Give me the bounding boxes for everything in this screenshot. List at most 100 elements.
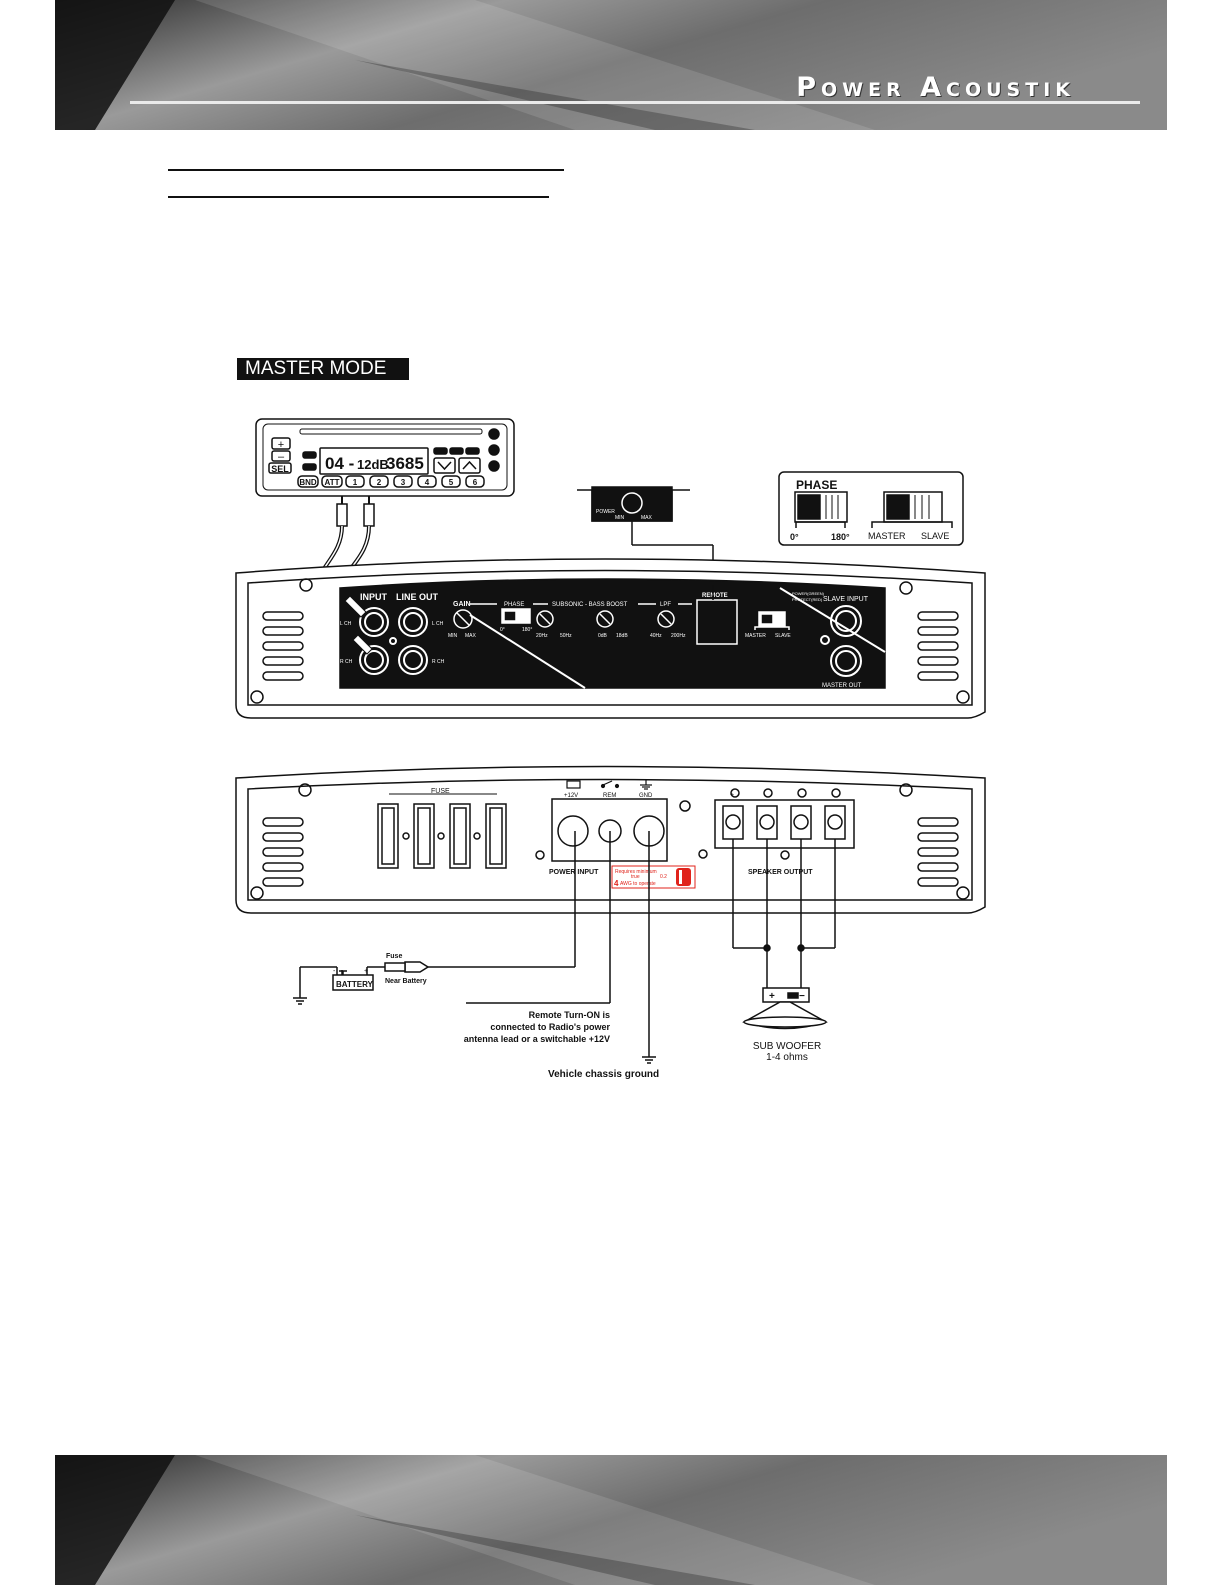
plus12v-label: +12V bbox=[564, 793, 578, 799]
subsonic-bass-label: SUBSONIC - BASS BOOST bbox=[552, 602, 628, 608]
db18-label: 18dB bbox=[616, 633, 628, 639]
footer-band bbox=[55, 1455, 1167, 1585]
master-switch-label: MASTER bbox=[745, 633, 766, 639]
db0-label: 0dB bbox=[598, 633, 608, 639]
hz20-label: 20Hz bbox=[536, 633, 548, 639]
head-unit bbox=[255, 418, 515, 497]
phase-180-label: 180° bbox=[522, 627, 532, 633]
head-unit-labels: + – SEL 04 - 12dB 3685 BND ATT 1 2 3 4 5… bbox=[271, 439, 478, 487]
master-out-label: MASTER OUT bbox=[822, 683, 862, 689]
fuse-holders bbox=[377, 803, 507, 869]
gnd-label: GND bbox=[639, 793, 653, 799]
fuse-label: FUSE bbox=[431, 788, 450, 795]
wire-note-line3: AWG to operate bbox=[620, 881, 656, 887]
display-freq: 3685 bbox=[386, 454, 424, 473]
speaker-terminals bbox=[722, 788, 846, 840]
phase-label: PHASE bbox=[504, 602, 524, 608]
wire-note-badge bbox=[611, 865, 696, 889]
phase-inset-title: PHASE bbox=[796, 478, 837, 492]
battery-text: BATTERY bbox=[336, 980, 374, 989]
header-graphic bbox=[55, 0, 1167, 130]
att-button: ATT bbox=[325, 478, 340, 487]
battery-pos: + bbox=[364, 968, 368, 975]
sub-woofer-text: SUB WOOFER bbox=[753, 1041, 821, 1052]
title-rule-1 bbox=[168, 169, 564, 171]
protect-status-label: PROTECT(RED) bbox=[792, 597, 823, 602]
line-out-label: LINE OUT bbox=[396, 592, 439, 602]
front-panel-stripes bbox=[469, 587, 886, 689]
wire-note-ohm: 0.2 bbox=[660, 874, 667, 880]
gain-min: MIN bbox=[448, 633, 458, 639]
phase-inset-master: MASTER bbox=[868, 531, 906, 541]
wire-note-line1: Requires minimum bbox=[615, 869, 657, 875]
input-label: INPUT bbox=[360, 592, 388, 602]
battery-icon bbox=[566, 780, 581, 789]
footer-graphic bbox=[55, 1455, 1167, 1585]
hz40-label: 40Hz bbox=[650, 633, 662, 639]
phase-inset-labels: PHASE 0° 180° MASTER SLAVE bbox=[790, 478, 949, 542]
rca-jacks bbox=[359, 605, 862, 677]
hz200-label: 200Hz bbox=[671, 633, 686, 639]
power-input-label: POWER INPUT bbox=[549, 869, 599, 876]
sel-button: SEL bbox=[271, 464, 289, 474]
phase-0-label: 0° bbox=[500, 627, 505, 633]
preset-2: 2 bbox=[377, 478, 382, 487]
remote-note-2: connected to Radio's power bbox=[490, 1022, 610, 1032]
plus-button: + bbox=[278, 439, 284, 451]
rear-panel-labels: FUSE +12V REM GND POWER INPUT SPEAKER OU… bbox=[431, 788, 813, 876]
preset-5: 5 bbox=[449, 478, 454, 487]
r-ch-label-in: R CH bbox=[340, 659, 353, 665]
sub-minus-text: − bbox=[799, 991, 805, 1002]
gain-max: MAX bbox=[465, 633, 477, 639]
battery-neg: - bbox=[333, 968, 336, 975]
speaker-wiring bbox=[732, 839, 836, 1030]
front-switches bbox=[470, 599, 790, 645]
remote-label: REMOTE bbox=[702, 593, 728, 599]
rear-vents bbox=[262, 817, 959, 887]
minus-button: – bbox=[278, 451, 285, 463]
wire-note-gauge: 4 bbox=[614, 879, 619, 888]
remote-knob-labels: POWER MIN MAX bbox=[596, 509, 653, 521]
knob-max: MAX bbox=[641, 515, 653, 521]
r-ch-label-out: R CH bbox=[432, 659, 445, 665]
phase-inset-180: 180° bbox=[831, 532, 850, 542]
title-rule-2 bbox=[168, 196, 549, 198]
knob-min: MIN bbox=[615, 515, 625, 521]
display-track: 04 - bbox=[325, 454, 354, 473]
power-wiring bbox=[293, 831, 656, 1064]
chassis-ground-text: Vehicle chassis ground bbox=[548, 1069, 659, 1080]
header-band: Power Acoustik bbox=[55, 0, 1167, 130]
hz50-label: 50Hz bbox=[560, 633, 572, 639]
preset-4: 4 bbox=[425, 478, 430, 487]
l-ch-label-in: L CH bbox=[340, 621, 352, 627]
remote-knob-unit bbox=[577, 486, 714, 585]
gain-label: GAIN bbox=[453, 601, 471, 608]
near-battery-text: Near Battery bbox=[385, 978, 427, 985]
phase-inset bbox=[778, 471, 964, 546]
preset-6: 6 bbox=[473, 478, 478, 487]
slave-switch-label: SLAVE bbox=[775, 633, 791, 639]
preset-1: 1 bbox=[353, 478, 358, 487]
sub-plus-text: + bbox=[769, 991, 775, 1002]
sub-ohms-text: 1-4 ohms bbox=[766, 1052, 808, 1063]
front-panel-labels: INPUT LINE OUT L CH R CH L CH R CH GAIN … bbox=[340, 591, 869, 689]
knob-power: POWER bbox=[596, 509, 615, 515]
speaker-output-label: SPEAKER OUTPUT bbox=[748, 869, 813, 876]
phase-inset-0: 0° bbox=[790, 532, 799, 542]
terminal-icons bbox=[566, 779, 652, 790]
lpf-label: LPF bbox=[660, 602, 671, 608]
front-panel bbox=[235, 558, 986, 719]
brand-logo: Power Acoustik bbox=[796, 72, 1075, 103]
slave-input-label: SLAVE INPUT bbox=[823, 596, 869, 603]
wiring-labels: Fuse Near Battery BATTERY - + Remote Tur… bbox=[333, 953, 821, 1080]
front-vents bbox=[262, 611, 959, 681]
rem-label: REM bbox=[603, 793, 616, 799]
remote-note-3: antenna lead or a switchable +12V bbox=[464, 1034, 610, 1044]
front-knobs bbox=[453, 609, 675, 629]
l-ch-label-out: L CH bbox=[432, 621, 444, 627]
rca-plug-tips bbox=[344, 595, 373, 655]
fuse-text: Fuse bbox=[386, 953, 402, 960]
display-att: 12dB bbox=[357, 457, 389, 472]
remote-note-1: Remote Turn-ON is bbox=[529, 1010, 610, 1020]
